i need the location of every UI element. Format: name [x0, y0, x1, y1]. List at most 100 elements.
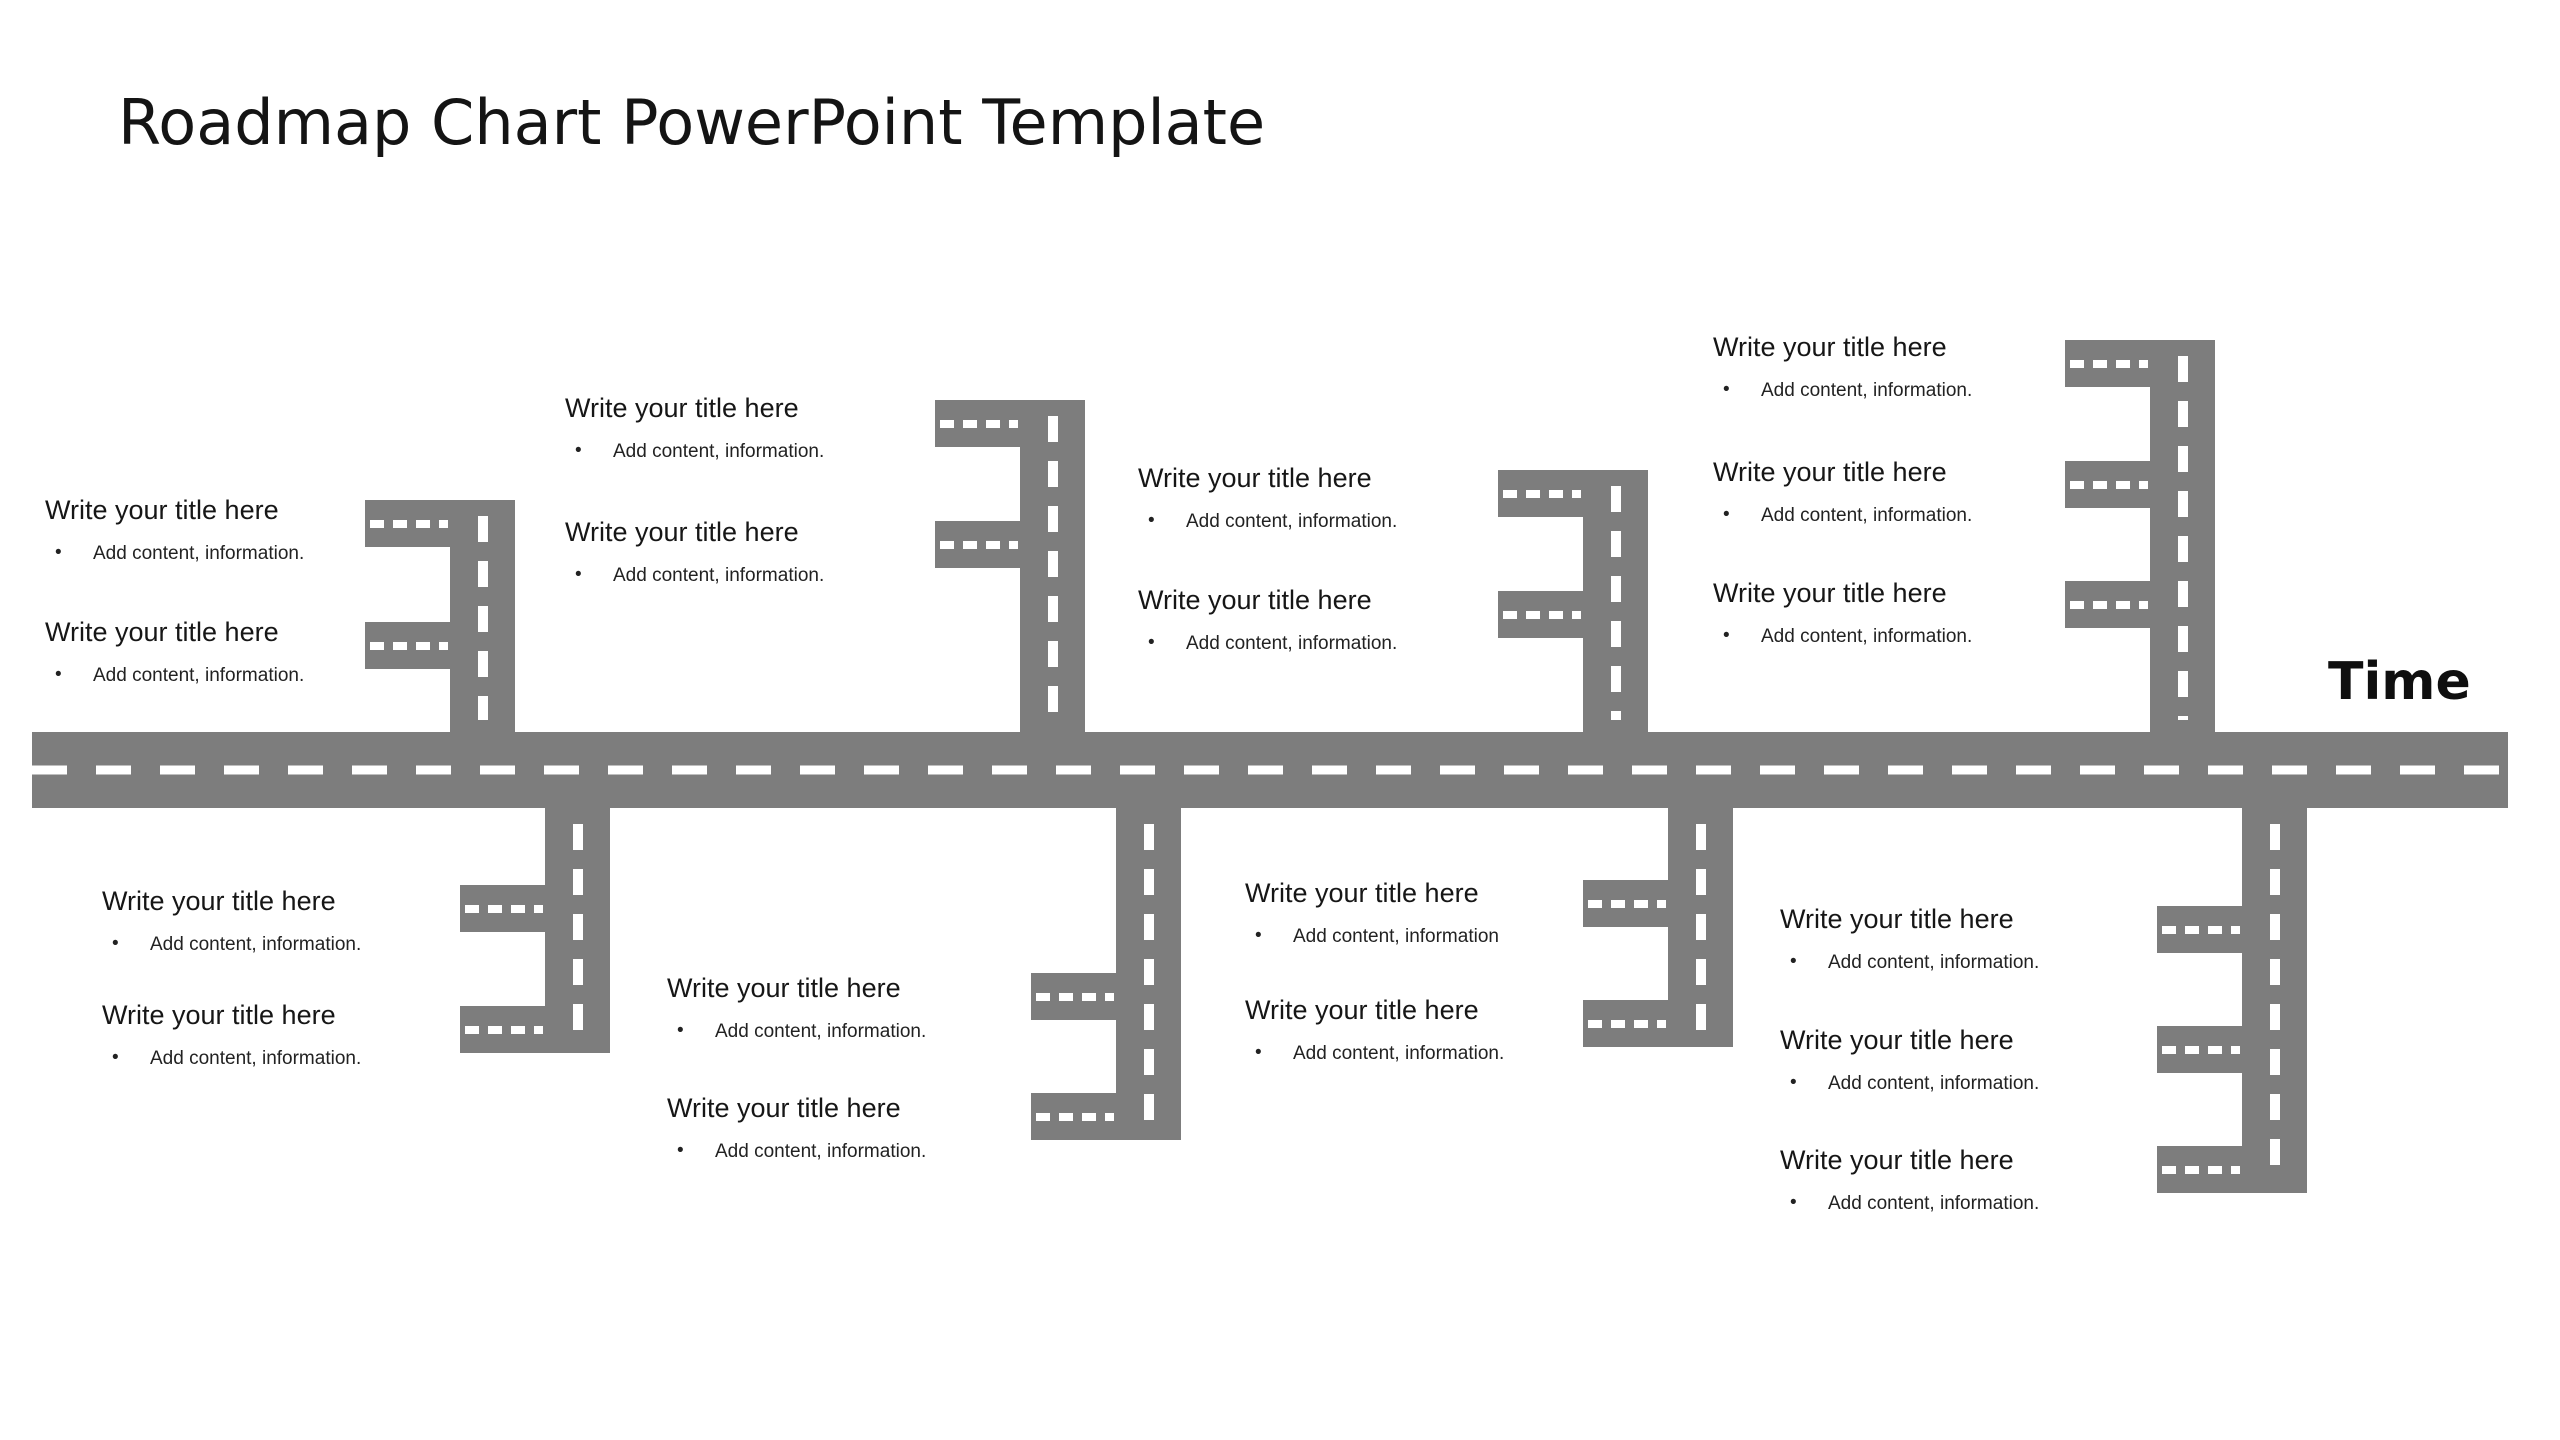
milestone-above-4-2: Write your title here •Add content, info…: [1713, 457, 1973, 527]
road-stub-below-3-1: [1583, 880, 1670, 927]
bullet-dot: •: [1723, 503, 1730, 525]
milestone-title: Write your title here: [667, 973, 901, 1003]
milestone-title: Write your title here: [102, 886, 336, 916]
milestone-title: Write your title here: [667, 1093, 901, 1123]
milestone-title: Write your title here: [1138, 585, 1372, 615]
bullet-dot: •: [1790, 1191, 1797, 1213]
milestone-bullet-text: Add content, information.: [1828, 951, 2040, 973]
road-stub-above-4-1: [2065, 340, 2152, 387]
bullet-dot: •: [575, 439, 582, 461]
milestone-bullet-text: Add content, information.: [715, 1140, 927, 1162]
milestone-title: Write your title here: [565, 393, 799, 423]
milestone-bullet-text: Add content, information.: [1761, 625, 1973, 647]
milestone-below-1-2: Write your title here • Add content, info…: [102, 1000, 362, 1070]
road-stub-below-3-2: [1583, 1000, 1670, 1047]
milestone-bullet-text: Add content, information.: [1828, 1072, 2040, 1094]
road-stub-below-4-3: [2157, 1146, 2244, 1193]
road-stub-above-2-2: [935, 521, 1022, 568]
milestone-bullet-text: Add content, information.: [613, 440, 825, 462]
milestone-below-1-1: Write your title here • Add content, info…: [102, 886, 362, 956]
road-stub-above-3-1: [1498, 470, 1585, 517]
road-stub-below-2-2: [1031, 1093, 1118, 1140]
bullet-dot: •: [1255, 924, 1262, 946]
road-branch-below-3: [1668, 808, 1733, 1047]
milestone-above-4-3: Write your title here • Add content, info…: [1713, 578, 1973, 648]
bullet-dot: •: [112, 1046, 119, 1068]
bullet-dot: •: [1148, 509, 1155, 531]
bullet-dot: •: [1723, 624, 1730, 646]
milestone-title: Write your title here: [565, 517, 799, 547]
milestone-bullet-text: Add content, information.: [613, 564, 825, 586]
road-stub-below-4-2: [2157, 1026, 2244, 1073]
milestone-title: Write your title here: [1713, 578, 1947, 608]
bullet-dot: •: [575, 563, 582, 585]
milestone-above-3-2: Write your title here • Add content, info…: [1138, 585, 1398, 655]
milestone-below-3-2: Write your title here • Add content, info…: [1245, 995, 1505, 1065]
milestone-bullet-text: Add content, information.: [93, 542, 305, 564]
road-branch-above-1: [450, 500, 515, 732]
road-stub-above-3-2: [1498, 591, 1585, 638]
milestone-bullet-text: Add content, information.: [1186, 632, 1398, 654]
road-stub-above-1-1: [365, 500, 452, 547]
milestone-below-3-1: Write your title here • Add content, info…: [1245, 878, 1499, 948]
milestone-above-1-2: Write your title here • Add content, info…: [45, 617, 305, 687]
milestone-above-2-1: Write your title here • Add content, info…: [565, 393, 825, 463]
road-branch-above-4: [2150, 340, 2215, 732]
road-stub-above-4-2: [2065, 461, 2152, 508]
milestone-title: Write your title here: [45, 495, 279, 525]
road-branch-below-4: [2242, 808, 2307, 1193]
page-title: Roadmap Chart PowerPoint Template: [118, 86, 1266, 159]
bullet-dot: •: [1790, 950, 1797, 972]
milestone-title: Write your title here: [102, 1000, 336, 1030]
milestone-bullet-text: Add content, information.: [1293, 1042, 1505, 1064]
milestone-title: Write your title here: [45, 617, 279, 647]
road-stub-below-4-1: [2157, 906, 2244, 953]
milestone-bullet-text: Add content, information.: [1761, 379, 1973, 401]
milestone-bullet-text: Add content, information.: [1761, 504, 1973, 526]
milestone-title: Write your title here: [1780, 1145, 2014, 1175]
milestone-title: Write your title here: [1780, 1025, 2014, 1055]
milestone-below-4-1: Write your title here • Add content, info…: [1780, 904, 2040, 974]
bullet-dot: •: [1255, 1041, 1262, 1063]
milestone-bullet-text: Add content, information.: [93, 664, 305, 686]
milestone-title: Write your title here: [1245, 878, 1479, 908]
road-branch-below-1: [545, 808, 610, 1053]
bullet-dot: •: [677, 1139, 684, 1161]
milestone-above-2-2: Write your title here • Add content, info…: [565, 517, 825, 587]
milestone-below-4-3: Write your title here • Add content, info…: [1780, 1145, 2040, 1215]
bullet-dot: •: [55, 663, 62, 685]
milestone-bullet-text: Add content, information.: [1186, 510, 1398, 532]
time-axis-label: Time: [2328, 652, 2471, 712]
milestone-above-1-1: Write your title here •Add content, info…: [45, 495, 305, 565]
bullet-dot: •: [112, 932, 119, 954]
road-stub-below-2-1: [1031, 973, 1118, 1020]
milestone-below-4-2: Write your title here • Add content, info…: [1780, 1025, 2040, 1095]
milestone-below-2-2: Write your title here • Add content, info…: [667, 1093, 927, 1163]
bullet-dot: •: [1790, 1071, 1797, 1093]
road-branch-above-3: [1583, 470, 1648, 732]
road-stub-above-1-2: [365, 622, 452, 669]
road-stub-below-1-1: [460, 885, 547, 932]
bullet-dot: •: [1723, 378, 1730, 400]
bullet-dot: •: [677, 1019, 684, 1041]
road-branch-below-2: [1116, 808, 1181, 1140]
milestone-title: Write your title here: [1138, 463, 1372, 493]
milestone-title: Write your title here: [1245, 995, 1479, 1025]
road-branch-above-2: [1020, 400, 1085, 732]
milestone-bullet-text: Add content, information.: [1828, 1192, 2040, 1214]
milestone-title: Write your title here: [1713, 332, 1947, 362]
milestone-bullet-text: Add content, information.: [150, 1047, 362, 1069]
milestone-bullet-text: Add content, information.: [715, 1020, 927, 1042]
main-road-timeline: [32, 732, 2508, 808]
milestone-bullet-text: Add content, information.: [150, 933, 362, 955]
milestone-above-3-1: Write your title here • Add content, info…: [1138, 463, 1398, 533]
road-stub-above-4-3: [2065, 581, 2152, 628]
milestone-bullet-text: Add content, information: [1293, 925, 1499, 947]
milestone-title: Write your title here: [1780, 904, 2014, 934]
milestone-above-4-1: Write your title here • Add content, info…: [1713, 332, 1973, 402]
road-stub-above-2-1: [935, 400, 1022, 447]
road-stub-below-1-2: [460, 1006, 547, 1053]
bullet-dot: •: [1148, 631, 1155, 653]
milestone-below-2-1: Write your title here • Add content, info…: [667, 973, 927, 1043]
